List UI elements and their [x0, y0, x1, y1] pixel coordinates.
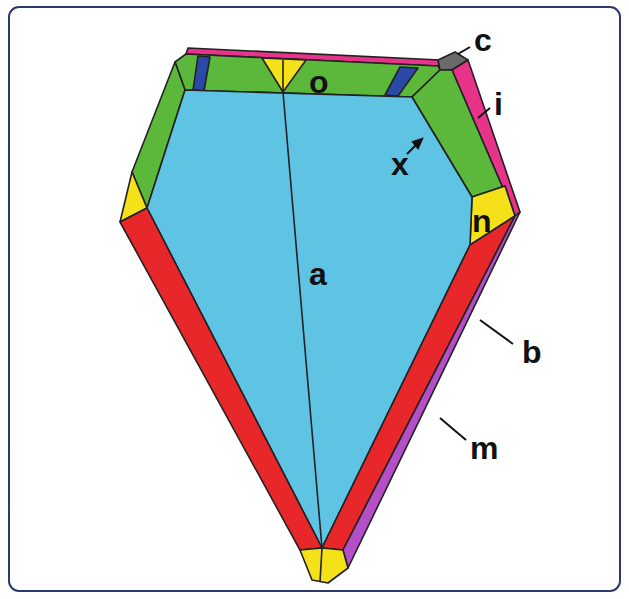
face-label: x — [391, 148, 409, 180]
face-bottom-yellow — [300, 548, 348, 583]
leader-lines — [407, 47, 513, 440]
face-m-left — [120, 208, 322, 550]
face-label: o — [309, 66, 329, 98]
crystal-faces — [120, 48, 520, 583]
face-top-yellow — [262, 58, 306, 92]
face-label: i — [494, 88, 503, 120]
face-x-left — [193, 56, 210, 91]
face-label: c — [474, 24, 492, 56]
face-x — [385, 67, 418, 96]
face-label: n — [472, 205, 492, 237]
face-label: b — [522, 336, 542, 368]
face-label: a — [309, 258, 327, 290]
face-b — [343, 212, 520, 568]
face-label: m — [470, 432, 498, 464]
face-m — [322, 216, 515, 550]
frame — [9, 7, 620, 591]
